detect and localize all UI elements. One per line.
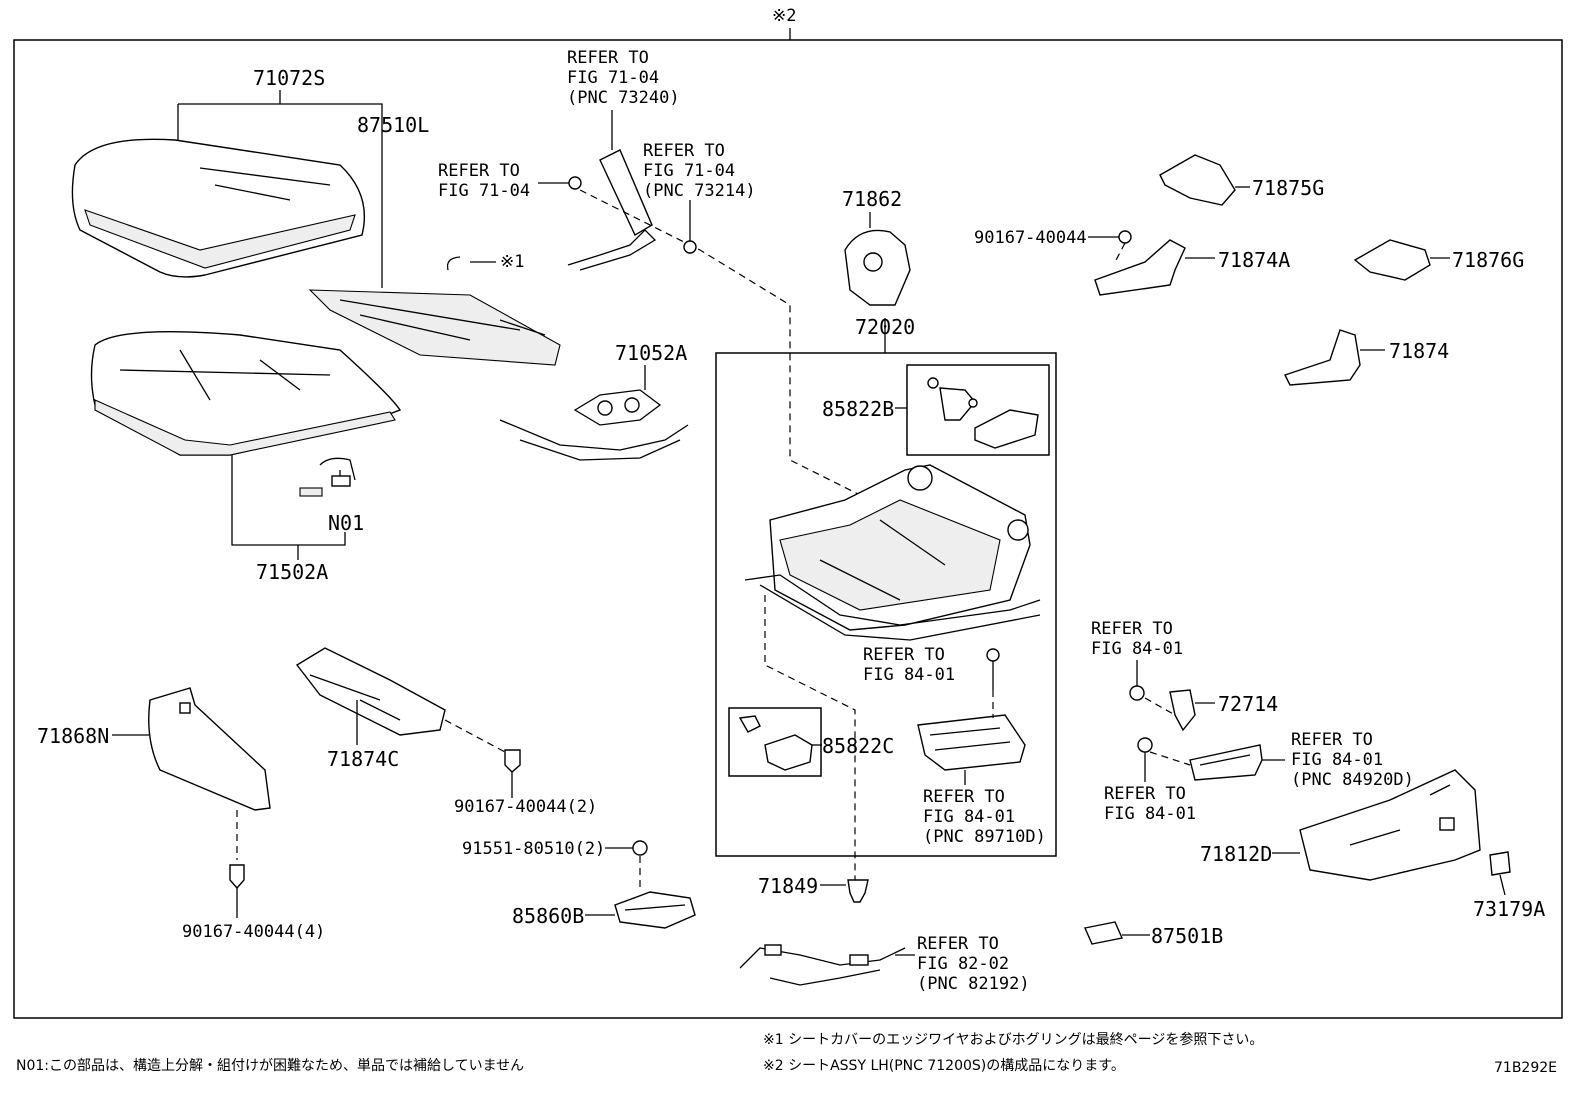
label-87510L: 87510L xyxy=(357,113,430,137)
ref-84-01-b: REFER TO FIG 84-01 xyxy=(1091,619,1184,659)
motor-subgroup-box xyxy=(906,364,1050,456)
label-71874: 71874 xyxy=(1389,339,1450,363)
cover-71868N-drawing xyxy=(112,687,271,918)
ref-84-01-c: REFER TO FIG 84-01 xyxy=(1104,784,1197,824)
bracket-71875G-drawing xyxy=(1159,154,1250,206)
bracket-71876G-drawing xyxy=(1353,239,1450,281)
label-85822C: 85822C xyxy=(822,734,895,758)
label-90167-top: 90167-40044 xyxy=(974,228,1087,248)
ref-89710D: REFER TO FIG 84-01 (PNC 89710D) xyxy=(923,787,1046,847)
motor-subgroup-box-2 xyxy=(728,707,822,777)
hog-ring-drawing xyxy=(446,256,496,271)
motor-85822C-drawing xyxy=(738,715,822,771)
seat-adjuster-frame-drawing xyxy=(744,464,1041,880)
label-71874C: 71874C xyxy=(327,747,400,771)
ref-73214: REFER TO FIG 71-04 (PNC 73214) xyxy=(643,141,756,201)
ref-71-04: REFER TO FIG 71-04 xyxy=(438,161,531,201)
label-71876G: 71876G xyxy=(1452,248,1525,272)
seat-cover-drawing xyxy=(71,90,383,288)
cover-71874C-drawing xyxy=(295,647,521,798)
label-71875G: 71875G xyxy=(1252,176,1325,200)
label-N01: N01 xyxy=(328,511,365,535)
label-71849: 71849 xyxy=(758,874,819,898)
ecu-89710D-drawing xyxy=(917,648,1026,785)
knob-72714-drawing xyxy=(1129,660,1215,732)
diagram-frame xyxy=(13,39,1563,1019)
side-shield-71812D-drawing xyxy=(1272,769,1481,881)
label-91551: 91551-80510(2) xyxy=(462,839,606,859)
label-71862: 71862 xyxy=(842,187,903,211)
seat-pad-sheet-drawing xyxy=(308,289,561,366)
label-71052A: 71052A xyxy=(615,341,688,365)
marker-1: ※1 xyxy=(500,252,525,272)
switch-84920D-drawing xyxy=(1137,737,1285,782)
harness-82192-drawing xyxy=(739,944,915,986)
motor-85822B-drawing xyxy=(895,377,1039,449)
label-85822B: 85822B xyxy=(822,397,895,421)
switch-85860B-drawing xyxy=(585,840,696,929)
label-71868N: 71868N xyxy=(37,724,110,748)
ref-84920D: REFER TO FIG 84-01 (PNC 84920D) xyxy=(1291,730,1414,790)
label-87501B: 87501B xyxy=(1151,924,1224,948)
catalog-code: 71B292E xyxy=(1494,1060,1557,1076)
ref-73240: REFER TO FIG 71-04 (PNC 73240) xyxy=(567,48,680,108)
label-71502A: 71502A xyxy=(256,560,329,584)
belt-buckle-drawing xyxy=(538,110,881,506)
label-90167-2: 90167-40044(2) xyxy=(454,797,598,817)
ref-84-01-a: REFER TO FIG 84-01 xyxy=(863,645,956,685)
label-73179A: 73179A xyxy=(1473,897,1546,921)
label-72714: 72714 xyxy=(1218,692,1279,716)
bracket-71874A-drawing xyxy=(1088,230,1215,296)
label-90167-4: 90167-40044(4) xyxy=(182,922,326,942)
frame-marker: ※2 xyxy=(772,6,797,26)
label-71812D: 71812D xyxy=(1200,842,1273,866)
bracket-71874-drawing xyxy=(1284,329,1385,386)
connector-87501B-drawing xyxy=(1084,921,1150,945)
seat-wire-harness-drawing xyxy=(499,365,689,461)
label-71874A: 71874A xyxy=(1218,248,1291,272)
ref-82192: REFER TO FIG 82-02 (PNC 82192) xyxy=(917,934,1030,994)
note-mark2: ※2 シートASSY LH(PNC 71200S)の構成品になります。 xyxy=(763,1058,1125,1074)
note-n01: N01:この部品は、構造上分解・組付けが困難なため、単品では補給していません xyxy=(16,1058,525,1074)
seat-cushion-drawing xyxy=(90,330,402,560)
label-85860B: 85860B xyxy=(512,904,585,928)
recliner-cover-drawing xyxy=(844,212,911,353)
cap-73179A-drawing xyxy=(1489,851,1511,876)
clip-71849-drawing xyxy=(820,879,869,903)
seat-adjuster-group-box xyxy=(715,352,1057,857)
note-mark1: ※1 シートカバーのエッジワイヤおよびホグリングは最終ページを参照下さい。 xyxy=(763,1032,1264,1048)
label-71072S: 71072S xyxy=(253,66,326,90)
label-72020: 72020 xyxy=(855,315,916,339)
